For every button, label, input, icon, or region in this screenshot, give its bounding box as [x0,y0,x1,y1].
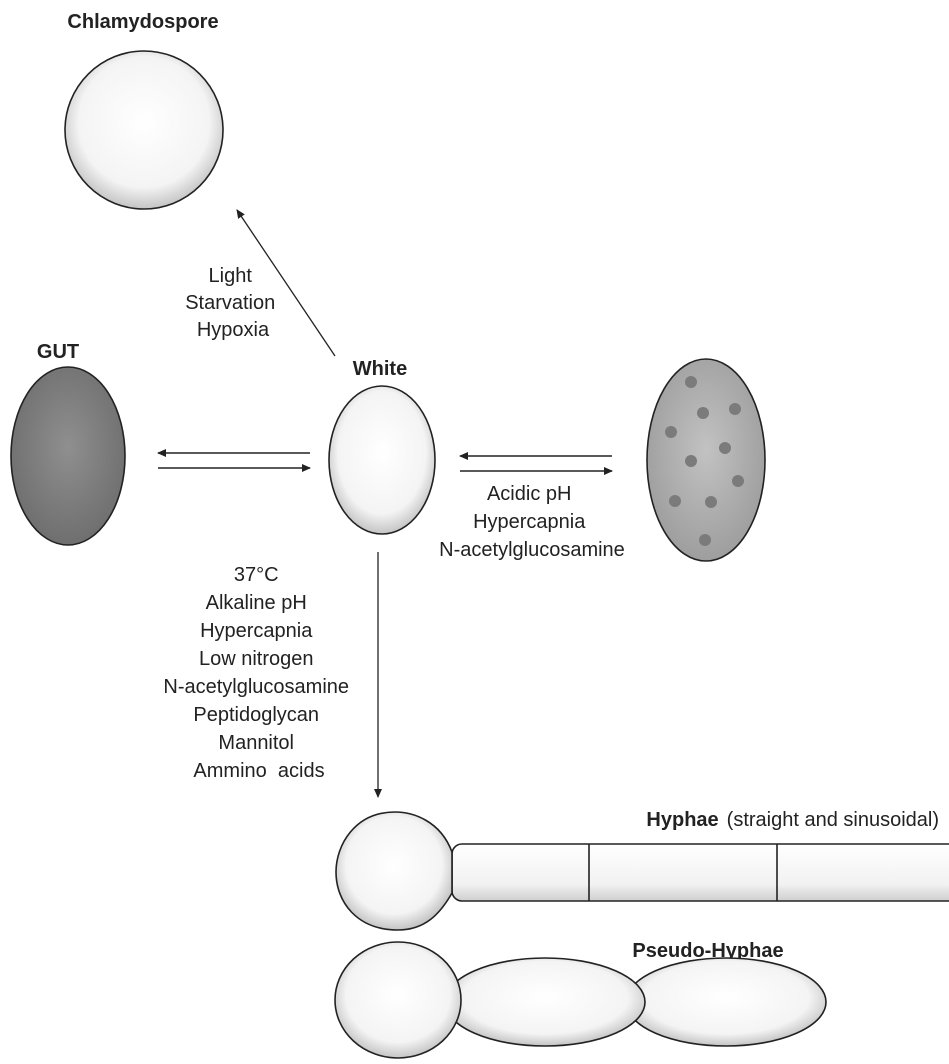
chlamydospore-label: Chlamydospore [67,11,218,33]
condition-mannitol: Mannitol [218,732,294,754]
condition-n-acetylglucosamine: N-acetylglucosamine [439,539,625,561]
pseudohyphae-segment [625,957,827,1047]
condition-37c: 37°C [234,564,279,586]
opaque-spot [729,403,741,415]
hyphae-note: (straight and sinusoidal) [727,809,939,831]
hyphae-conditions: 37°C Alkaline pH Hypercapnia Low nitroge… [163,564,354,782]
hyphae-tube [451,843,949,902]
opaque-spot [685,376,697,388]
condition-hypercapnia: Hypercapnia [473,511,586,533]
opaque-spot [699,534,711,546]
hyphae-mother-cell [335,811,453,931]
pseudohyphae-structure [334,941,827,1059]
condition-hypoxia: Hypoxia [197,319,270,341]
condition-amino-acids: Ammino acids [193,760,324,782]
pseudohyphae-segment [444,957,646,1047]
condition-acidic-ph: Acidic pH [487,483,571,505]
gut-cell [10,366,126,546]
chlamydospore-cell [64,50,224,210]
condition-n-acetylglucosamine: N-acetylglucosamine [163,676,349,698]
gut-label: GUT [37,341,79,363]
opaque-spot [665,426,677,438]
opaque-spot [719,442,731,454]
opaque-conditions: Acidic pH Hypercapnia N-acetylglucosamin… [439,483,625,561]
condition-alkaline-ph: Alkaline pH [206,592,307,614]
chlamydospore-conditions: Light Starvation Hypoxia [185,265,281,341]
pseudohyphae-label: Pseudo-Hyphae [632,940,783,962]
hyphae-label: Hyphae (straight and sinusoidal) [646,809,939,831]
opaque-spot [669,495,681,507]
condition-low-nitrogen: Low nitrogen [199,648,314,670]
hyphae-structure [335,811,949,931]
arrow-white-to-chlamydospore [236,209,336,357]
condition-hypercapnia: Hypercapnia [200,620,313,642]
white-cell [328,385,436,535]
opaque-spot [697,407,709,419]
hyphae-title: Hyphae [646,809,718,831]
opaque-spot [685,455,697,467]
pseudohyphae-mother-cell [334,941,462,1059]
white-label: White [353,358,407,380]
opaque-cell [646,358,766,562]
condition-peptidoglycan: Peptidoglycan [193,704,319,726]
condition-starvation: Starvation [185,292,275,314]
opaque-spot [732,475,744,487]
opaque-spot [705,496,717,508]
condition-light: Light [209,265,253,287]
